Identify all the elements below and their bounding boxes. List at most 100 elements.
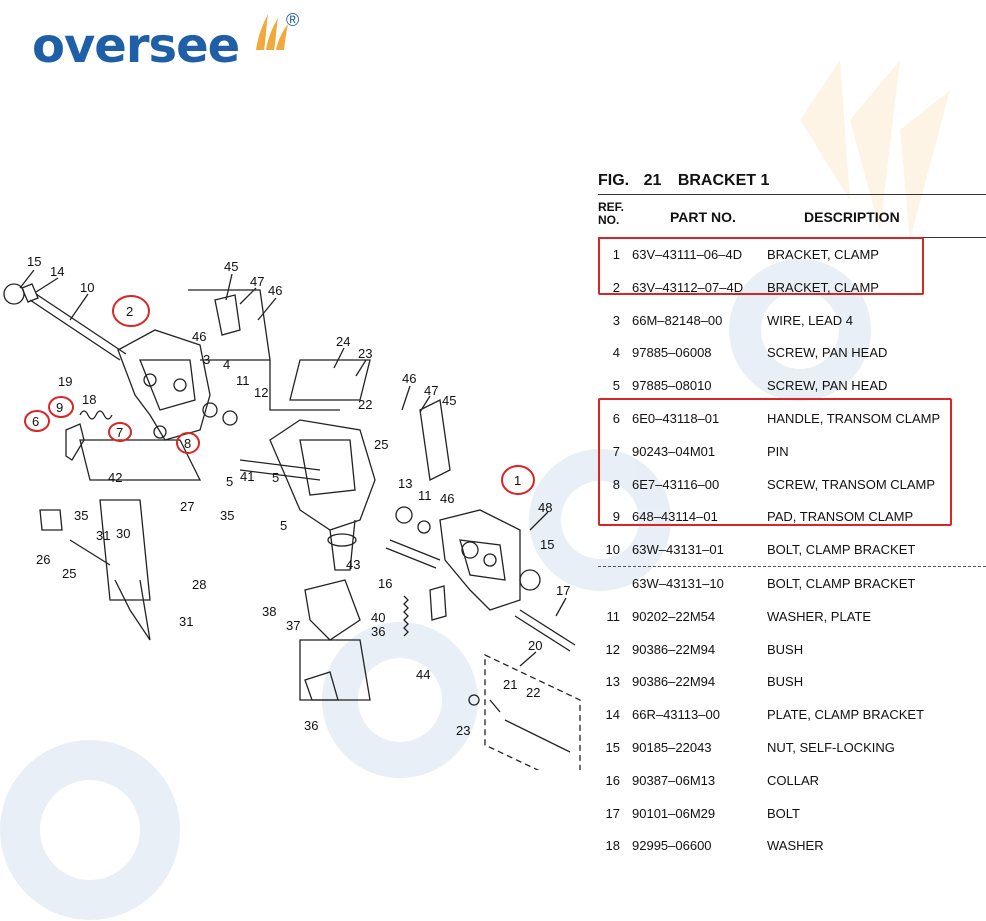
part-number: 6E0–43118–01 (632, 410, 720, 426)
diagram-label: 38 (262, 604, 276, 619)
parts-rows: 1 63V–43111–06–4D BRACKET, CLAMP 2 63V–43112… (598, 237, 986, 862)
diagram-label: 12 (254, 385, 268, 400)
diagram-label: 5 (280, 518, 287, 533)
highlight-box-1 (598, 237, 924, 295)
table-row: 2 63V–43112–07–4D BRACKET, CLAMP (598, 271, 986, 304)
header-rule (598, 194, 986, 195)
diagram-label: 36 (304, 718, 318, 733)
diagram-label: 4 (223, 357, 230, 372)
part-number: 90185–22043 (632, 739, 712, 755)
diagram-label: 2 (126, 304, 133, 319)
figure-name: BRACKET 1 (677, 172, 770, 189)
part-number: 63V–43111–06–4D (632, 247, 743, 262)
diagram-label: 1 (514, 473, 521, 488)
part-description: HANDLE, TRANSOM CLAMP (767, 410, 941, 426)
brand-logo: oversee ® (32, 8, 312, 78)
parts-list: FIG. 21 BRACKET 1 REF. NO. PART NO. DESC… (598, 168, 986, 862)
diagram-label: 37 (286, 618, 300, 633)
part-ref: 17 (605, 805, 620, 821)
diagram-label: 22 (526, 685, 540, 700)
part-description: WASHER (767, 838, 824, 854)
part-number: 97885–06008 (632, 345, 712, 361)
diagram-label: 46 (402, 371, 416, 386)
part-ref: 8 (612, 476, 620, 492)
diagram-label: 40 (371, 610, 385, 625)
diagram-label: 45 (224, 259, 238, 274)
table-row: 10 63W–43131–01 BOLT, CLAMP BRACKET (598, 533, 986, 566)
part-ref: 11 (606, 608, 621, 624)
part-description: SCREW, TRANSOM CLAMP (767, 476, 936, 492)
part-number: 63V–43112–07–4D (632, 279, 744, 295)
diagram-label: 11 (236, 373, 250, 388)
part-description: BOLT, CLAMP BRACKET (767, 542, 916, 558)
part-number: 63W–43131–10 (632, 575, 724, 591)
highlight-box-2 (598, 398, 952, 526)
header-ref: REF. NO. (598, 201, 638, 227)
part-ref: 13 (605, 674, 620, 690)
diagram-label: 16 (378, 576, 392, 591)
part-ref: 5 (612, 378, 620, 394)
part-ref: 7 (612, 443, 620, 459)
diagram-label: 28 (192, 577, 206, 592)
header-part-no: PART NO. (670, 209, 736, 225)
table-row: 63W–43131–10 BOLT, CLAMP BRACKET (598, 565, 986, 600)
diagram-label: 15 (27, 254, 41, 269)
part-description: BUSH (767, 674, 804, 690)
diagram-label: 26 (36, 552, 50, 567)
part-description: SCREW, PAN HEAD (767, 378, 888, 394)
diagram-label: 31 (96, 528, 110, 543)
part-number: 90243–04M01 (632, 443, 716, 459)
diagram-label: 6 (32, 414, 39, 429)
diagram-label: 35 (220, 508, 234, 523)
diagram-label: 21 (503, 677, 517, 692)
diagram-label: 43 (346, 557, 360, 572)
diagram-label: 36 (371, 624, 385, 639)
diagram-label: 13 (398, 476, 412, 491)
part-description: SCREW, PAN HEAD (767, 345, 888, 361)
diagram-label: 44 (416, 667, 430, 682)
exploded-diagram: 15 14 10 2 45 47 46 46 3 4 11 12 19 18 9… (3, 254, 581, 770)
diagram-label: 47 (424, 383, 438, 398)
diagram-label: 41 (240, 469, 254, 484)
part-ref: 16 (605, 772, 620, 788)
diagram-label: 17 (556, 583, 570, 598)
part-ref: 10 (605, 542, 620, 558)
diagram-label: 5 (226, 474, 233, 489)
part-description: BRACKET, CLAMP (767, 279, 879, 295)
table-row: 5 97885–08010 SCREW, PAN HEAD (598, 369, 986, 402)
part-number: 648–43114–01 (632, 509, 718, 525)
part-ref: 1 (612, 247, 620, 262)
part-ref: 12 (605, 641, 620, 657)
diagram-label: 18 (82, 392, 96, 407)
diagram-label: 24 (336, 334, 350, 349)
diagram-label: 19 (58, 374, 72, 389)
figure-number: 21 (643, 172, 662, 189)
part-number: 90202–22M54 (632, 608, 716, 624)
part-ref: 6 (612, 410, 620, 426)
part-description: COLLAR (767, 772, 820, 788)
header-description: DESCRIPTION (804, 209, 900, 225)
diagram-label: 10 (80, 280, 94, 295)
part-description: PLATE, CLAMP BRACKET (767, 707, 925, 723)
part-number: 90387–06M13 (632, 772, 716, 788)
part-number: 63W–43131–01 (632, 542, 724, 558)
part-number: 97885–08010 (632, 378, 712, 394)
part-ref: 14 (605, 707, 620, 723)
part-ref: 2 (612, 279, 620, 295)
diagram-label: 20 (528, 638, 542, 653)
diagram-label: 8 (184, 436, 191, 451)
part-description: PAD, TRANSOM CLAMP (767, 509, 914, 525)
header-ref-line2: NO. (598, 213, 620, 227)
part-description: BOLT, CLAMP BRACKET (767, 575, 916, 591)
